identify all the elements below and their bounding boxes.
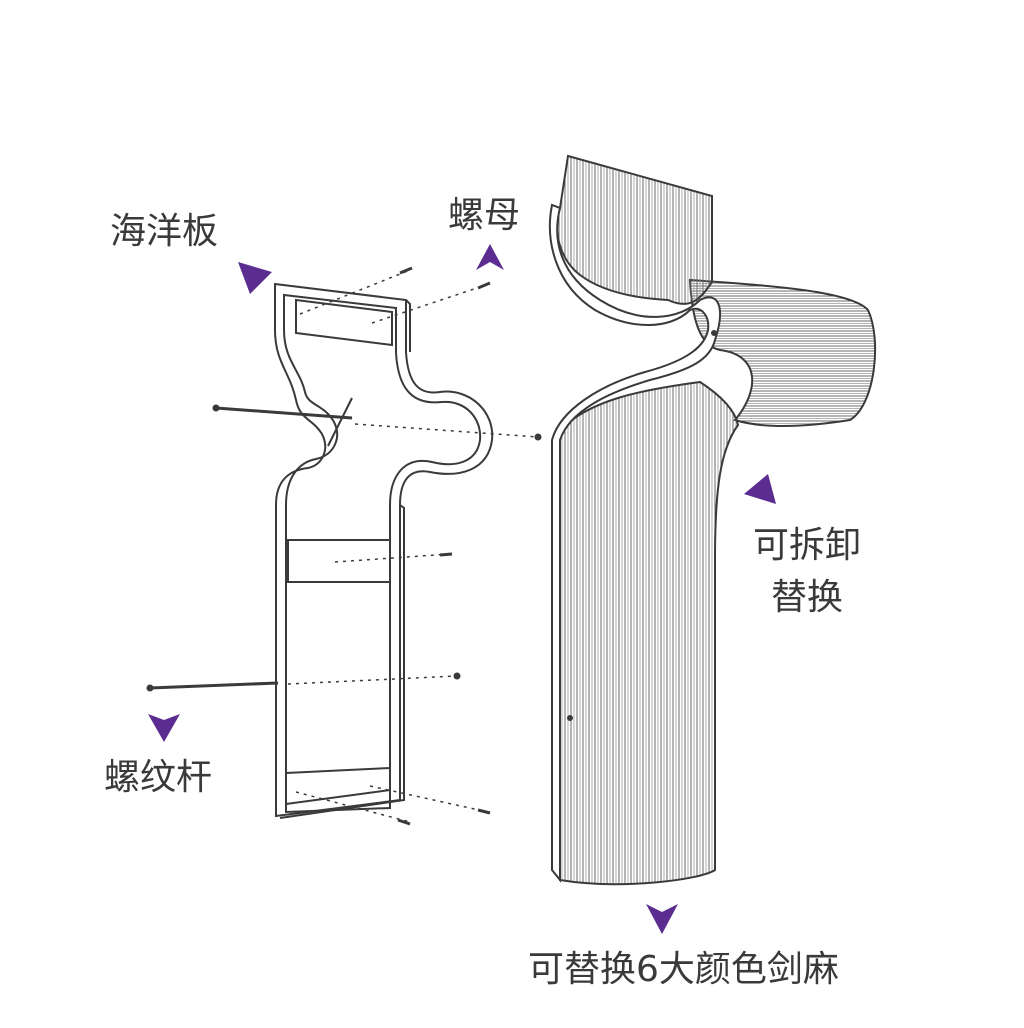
bottom-crossbar — [285, 766, 391, 814]
sisal-curl — [688, 278, 877, 427]
callout-arrows — [148, 244, 776, 934]
sisal-main-panel — [558, 380, 740, 886]
label-nut: 螺母 — [448, 195, 521, 236]
label-detachable-line1: 可拆卸 — [752, 525, 861, 566]
sisal-board — [548, 154, 877, 886]
nuts — [397, 266, 542, 826]
sisal-side-face — [548, 203, 721, 883]
frame-assembly — [274, 282, 494, 819]
label-ocean-board: 海洋板 — [110, 211, 219, 252]
arrow-threaded-rod — [148, 714, 180, 742]
label-detachable-line2: 替换 — [770, 577, 843, 618]
top-crossbar — [295, 298, 393, 347]
middle-crossbar — [287, 539, 391, 583]
arrow-detachable — [744, 474, 776, 504]
threaded-rods — [146, 397, 353, 692]
assembly-guides — [287, 269, 539, 823]
label-threaded-rod: 螺纹杆 — [104, 757, 213, 798]
label-detachable: 可拆卸 替换 — [742, 520, 872, 624]
arrow-ocean-board — [238, 262, 272, 294]
label-sisal-colors: 可替换6大颜色剑麻 — [528, 949, 839, 990]
frame-outer-outline — [274, 282, 494, 818]
arrow-sisal — [646, 904, 678, 934]
sisal-top-panel — [555, 154, 713, 305]
arrow-nut — [476, 244, 504, 270]
frame-inner-outline — [283, 293, 482, 806]
